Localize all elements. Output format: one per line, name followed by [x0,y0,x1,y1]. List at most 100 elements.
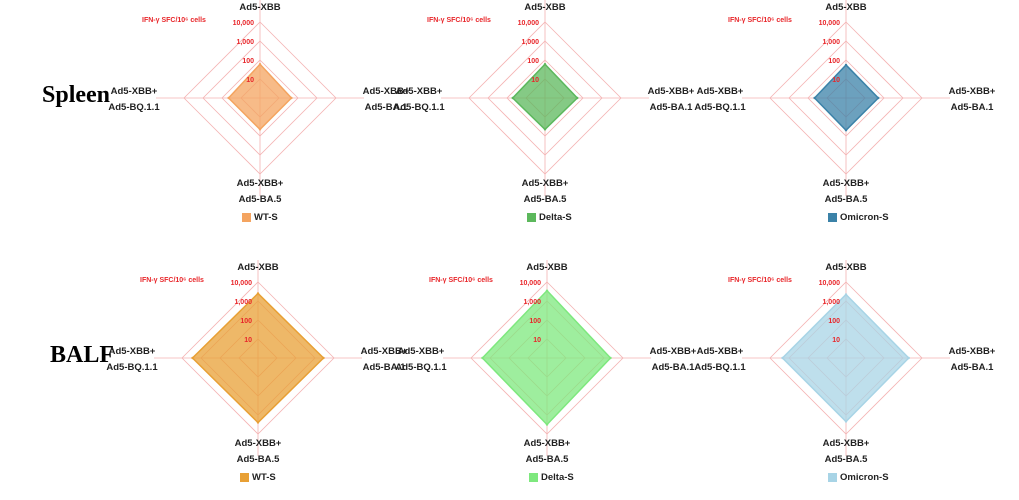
data-point [813,96,816,100]
axis-label-left-line: Ad5-BQ.1.1 [106,362,158,373]
data-point [258,63,262,66]
axis-label-right-line: Ad5-BA.1 [362,362,406,373]
axis-label-right-line: Ad5-XBB+ [360,346,408,357]
axis-label-right-line: Ad5-XBB+ [649,346,697,357]
tick-label: 1,000 [521,39,539,46]
tick-label: 1,000 [523,299,541,306]
data-point [258,128,262,131]
legend-label: Omicron-S [840,212,889,223]
axis-label-right: Ad5-XBB+ Ad5-BA.1 [641,84,701,116]
axis-label-left-line: Ad5-BQ.1.1 [393,102,445,113]
axis-label-left: Ad5-XBB+Ad5-BQ.1.1 [100,344,164,376]
data-point [844,129,848,132]
tick-label: 10,000 [518,20,540,27]
data-point [543,63,547,66]
radar-svg: 10 100 1,000 10,000 [154,260,362,456]
axis-label-top-line: Ad5-XBB [524,2,566,13]
unit-label: IFN-γ SFC/10⁶ cells [728,17,792,24]
axis-label-top-line: Ad5-XBB [526,262,568,273]
axis-label-left-line: Ad5-BQ.1.1 [694,102,746,113]
tick-label: 10 [246,77,254,84]
unit-label: IFN-γ SFC/10⁶ cells [142,17,206,24]
tick-label: 1,000 [822,39,840,46]
legend: Delta-S [529,472,574,483]
data-point [543,128,547,131]
data-point [609,356,612,360]
axis-label-bottom-line: Ad5-BA.5 [236,454,280,465]
data-point [290,96,293,100]
axis-label-bottom-line: Ad5-XBB+ [822,178,870,189]
tick-label: 10 [533,337,541,344]
tick-label: 100 [240,318,252,325]
legend-swatch [529,473,538,482]
legend-label: WT-S [252,472,276,483]
series-area [781,293,910,423]
legend-label: Omicron-S [840,472,889,483]
tick-label: 10,000 [233,20,255,27]
data-point [844,293,848,296]
axis-label-right: Ad5-XBB+ Ad5-BA.1 [354,344,414,376]
data-point [322,356,325,360]
legend-label: WT-S [254,212,278,223]
tick-label: 10 [244,337,252,344]
axis-label-bottom: Ad5-XBB+Ad5-BA.5 [220,176,300,208]
tick-label: 100 [828,318,840,325]
axis-label-top: Ad5-XBB [507,260,587,276]
tick-label: 10 [832,337,840,344]
axis-label-bottom-line: Ad5-XBB+ [822,438,870,449]
axis-label-bottom: Ad5-XBB+Ad5-BA.5 [507,436,587,468]
axis-label-right-line: Ad5-BA.1 [364,102,408,113]
legend: Omicron-S [828,212,889,223]
axis-label-right-line: Ad5-XBB+ [948,86,996,97]
axis-label-bottom: Ad5-XBB+ Ad5-BA.5 [806,436,886,468]
tick-label: 1,000 [234,299,252,306]
unit-label: IFN-γ SFC/10⁶ cells [429,277,493,284]
axis-label-left: Ad5-XBB+Ad5-BQ.1.1 [688,344,752,376]
axis-label-top: Ad5-XBB [218,260,298,276]
axis-label-right-line: Ad5-BA.1 [649,102,693,113]
series-area [191,292,325,424]
legend: Omicron-S [828,472,889,483]
axis-label-bottom-line: Ad5-BA.5 [824,454,868,465]
data-point [844,420,848,423]
legend-label: Delta-S [541,472,574,483]
tick-label: 1,000 [236,39,254,46]
legend-swatch [828,213,837,222]
axis-label-right-line: Ad5-XBB+ [948,346,996,357]
series-area [227,63,293,131]
tick-label: 10,000 [231,280,253,287]
data-point [907,356,910,360]
axis-label-right-line: Ad5-BA.1 [950,362,994,373]
axis-label-bottom: Ad5-XBB+Ad5-BA.5 [218,436,298,468]
axis-label-right-line: Ad5-XBB+ [647,86,695,97]
legend: WT-S [242,212,278,223]
unit-label: IFN-γ SFC/10⁶ cells [140,277,204,284]
axis-label-top: Ad5-XBB [806,0,886,16]
data-point [877,96,880,100]
legend-swatch [828,473,837,482]
row-label-balf: BALF [50,342,115,368]
legend-swatch [242,213,251,222]
data-point [511,96,514,100]
axis-label-left-line: Ad5-XBB+ [696,86,744,97]
data-point [256,292,260,295]
axis-label-left-line: Ad5-BQ.1.1 [694,362,746,373]
axis-label-bottom-line: Ad5-XBB+ [236,178,284,189]
legend-label: Delta-S [539,212,572,223]
series-area [813,63,880,132]
axis-label-top-line: Ad5-XBB [237,262,279,273]
tick-label: 100 [527,58,539,65]
axis-label-right: Ad5-XBB+ Ad5-BA.1 [942,344,1002,376]
axis-label-left-line: Ad5-BQ.1.1 [395,362,447,373]
axis-label-left-line: Ad5-BQ.1.1 [108,102,160,113]
axis-label-left-line: Ad5-XBB+ [110,86,158,97]
tick-label: 100 [828,58,840,65]
data-point [545,289,549,292]
